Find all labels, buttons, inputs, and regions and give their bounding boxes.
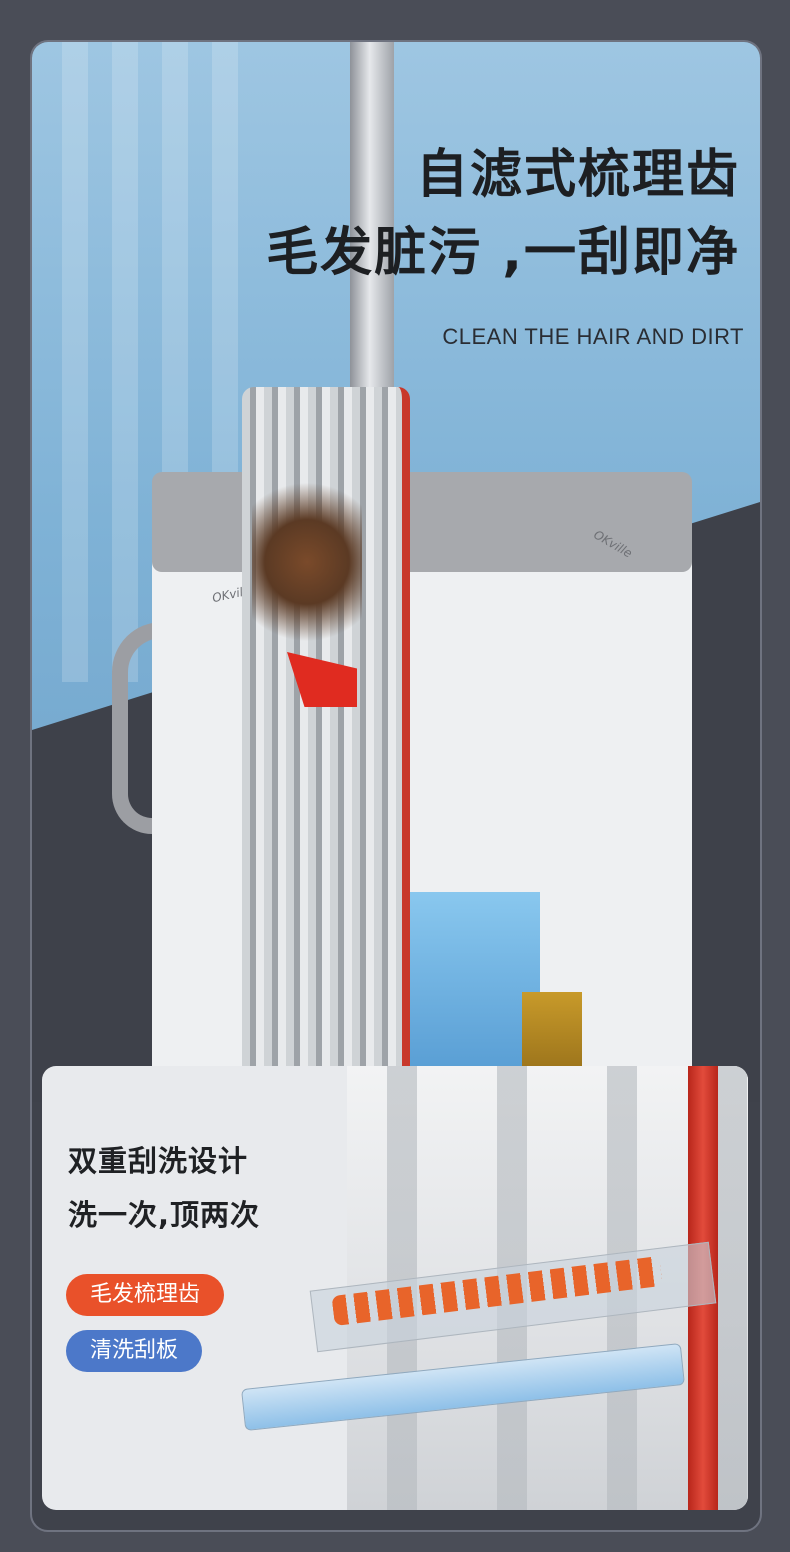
headline-line1: 自滤式梳理齿 (415, 145, 740, 205)
window-blind (112, 42, 138, 682)
ad-frame: OKville OKville 自滤式梳理齿 毛发脏污 ,一刮即净 CLEAN … (30, 40, 762, 1532)
window-blind (62, 42, 88, 682)
panel-heading-2: 洗一次,顶两次 (68, 1198, 261, 1232)
bucket-lid (152, 472, 692, 572)
feature-panel: 双重刮洗设计 洗一次,顶两次 毛发梳理齿 清洗刮板 (42, 1066, 748, 1510)
hero-scene: OKville OKville 自滤式梳理齿 毛发脏污 ,一刮即净 CLEAN … (32, 42, 760, 1102)
headline-line2: 毛发脏污 ,一刮即净 (266, 223, 740, 283)
tag-comb-teeth: 毛发梳理齿 (66, 1274, 225, 1316)
panel-heading-1: 双重刮洗设计 (68, 1144, 249, 1178)
mop-dirt-stain (252, 472, 362, 652)
tag-scraper: 清洗刮板 (66, 1330, 203, 1372)
headline-subtitle: CLEAN THE HAIR AND DIRT (442, 324, 744, 349)
